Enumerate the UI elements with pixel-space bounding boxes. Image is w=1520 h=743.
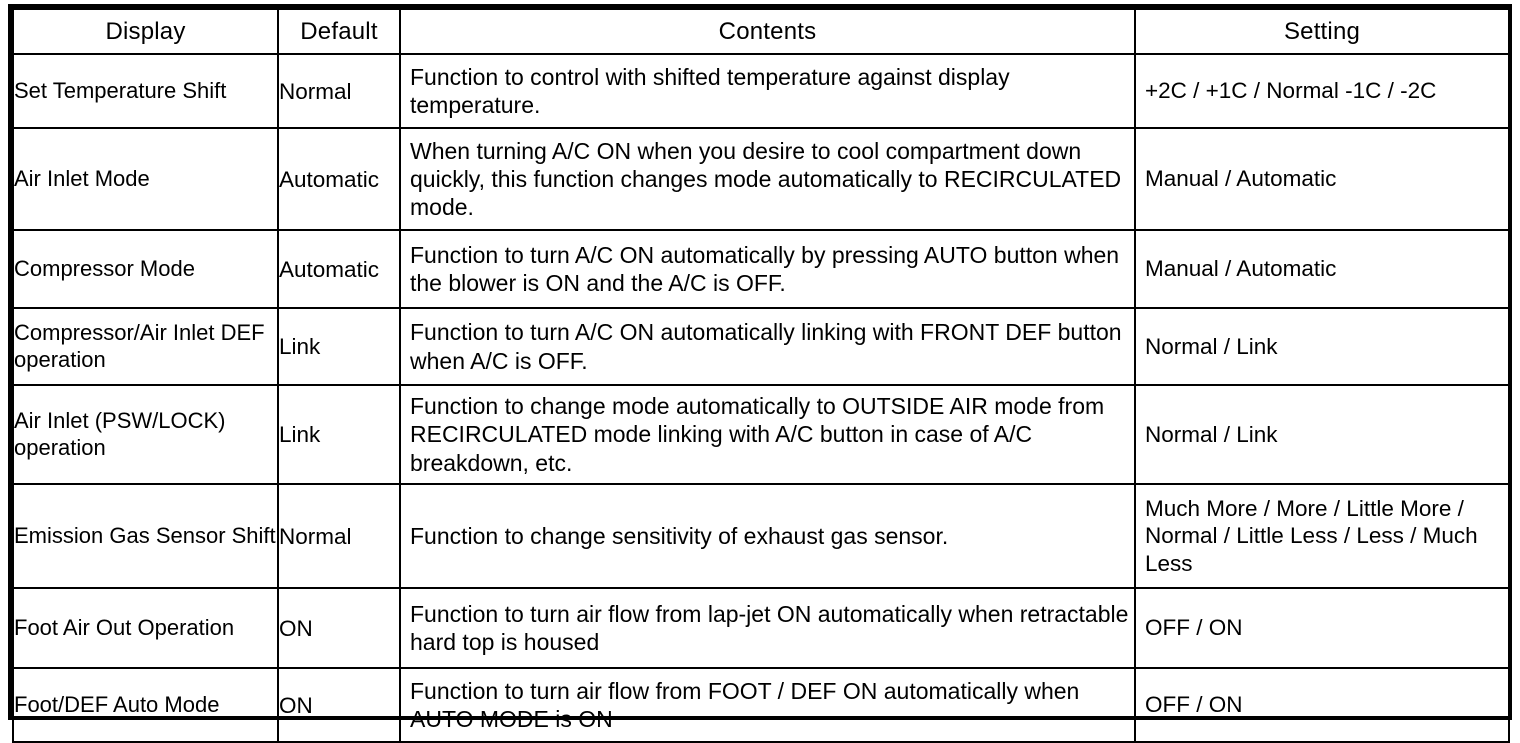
cell-contents: When turning A/C ON when you desire to c… (399, 127, 1136, 231)
cell-setting: Manual / Automatic (1134, 229, 1510, 309)
table-row: Air Inlet (PSW/LOCK) operation Link Func… (12, 384, 1510, 485)
cell-contents: Function to turn A/C ON automatically li… (399, 307, 1136, 386)
cell-setting: Normal / Link (1134, 384, 1510, 485)
cell-default: Automatic (277, 229, 401, 309)
climate-control-settings-table: Display Default Contents Setting Set Tem… (12, 8, 1510, 743)
cell-default: Automatic (277, 127, 401, 231)
header-row: Display Default Contents Setting (12, 8, 1510, 55)
table-row: Foot/DEF Auto Mode ON Function to turn a… (12, 667, 1510, 743)
spec-table-container: Display Default Contents Setting Set Tem… (8, 4, 1512, 743)
table-row: Foot Air Out Operation ON Function to tu… (12, 587, 1510, 669)
cell-default: ON (277, 587, 401, 669)
column-header-setting: Setting (1134, 8, 1510, 55)
cell-setting: OFF / ON (1134, 587, 1510, 669)
cell-display: Set Temperature Shift (12, 53, 279, 129)
cell-default: Link (277, 384, 401, 485)
cell-setting: Manual / Automatic (1134, 127, 1510, 231)
cell-display: Compressor Mode (12, 229, 279, 309)
table-row: Compressor/Air Inlet DEF operation Link … (12, 307, 1510, 386)
table-header: Display Default Contents Setting (12, 8, 1510, 55)
column-header-default: Default (277, 8, 401, 55)
cell-contents: Function to turn air flow from lap-jet O… (399, 587, 1136, 669)
cell-contents: Function to control with shifted tempera… (399, 53, 1136, 129)
cell-display: Air Inlet Mode (12, 127, 279, 231)
cell-default: Normal (277, 483, 401, 589)
column-header-display: Display (12, 8, 279, 55)
cell-display: Emission Gas Sensor Shift (12, 483, 279, 589)
cell-setting: Normal / Link (1134, 307, 1510, 386)
column-header-contents: Contents (399, 8, 1136, 55)
cell-contents: Function to change sensitivity of exhaus… (399, 483, 1136, 589)
cell-contents: Function to turn air flow from FOOT / DE… (399, 667, 1136, 743)
table-row: Set Temperature Shift Normal Function to… (12, 53, 1510, 129)
table-row: Compressor Mode Automatic Function to tu… (12, 229, 1510, 309)
cell-setting: OFF / ON (1134, 667, 1510, 743)
cell-display: Compressor/Air Inlet DEF operation (12, 307, 279, 386)
cell-setting: Much More / More / Little More / Normal … (1134, 483, 1510, 589)
cell-default: Normal (277, 53, 401, 129)
cell-setting: +2C / +1C / Normal -1C / -2C (1134, 53, 1510, 129)
cell-default: Link (277, 307, 401, 386)
cell-contents: Function to change mode automatically to… (399, 384, 1136, 485)
table-body: Set Temperature Shift Normal Function to… (12, 53, 1510, 743)
cell-default: ON (277, 667, 401, 743)
cell-contents: Function to turn A/C ON automatically by… (399, 229, 1136, 309)
cell-display: Foot Air Out Operation (12, 587, 279, 669)
table-row: Emission Gas Sensor Shift Normal Functio… (12, 483, 1510, 589)
table-row: Air Inlet Mode Automatic When turning A/… (12, 127, 1510, 231)
cell-display: Air Inlet (PSW/LOCK) operation (12, 384, 279, 485)
cell-display: Foot/DEF Auto Mode (12, 667, 279, 743)
